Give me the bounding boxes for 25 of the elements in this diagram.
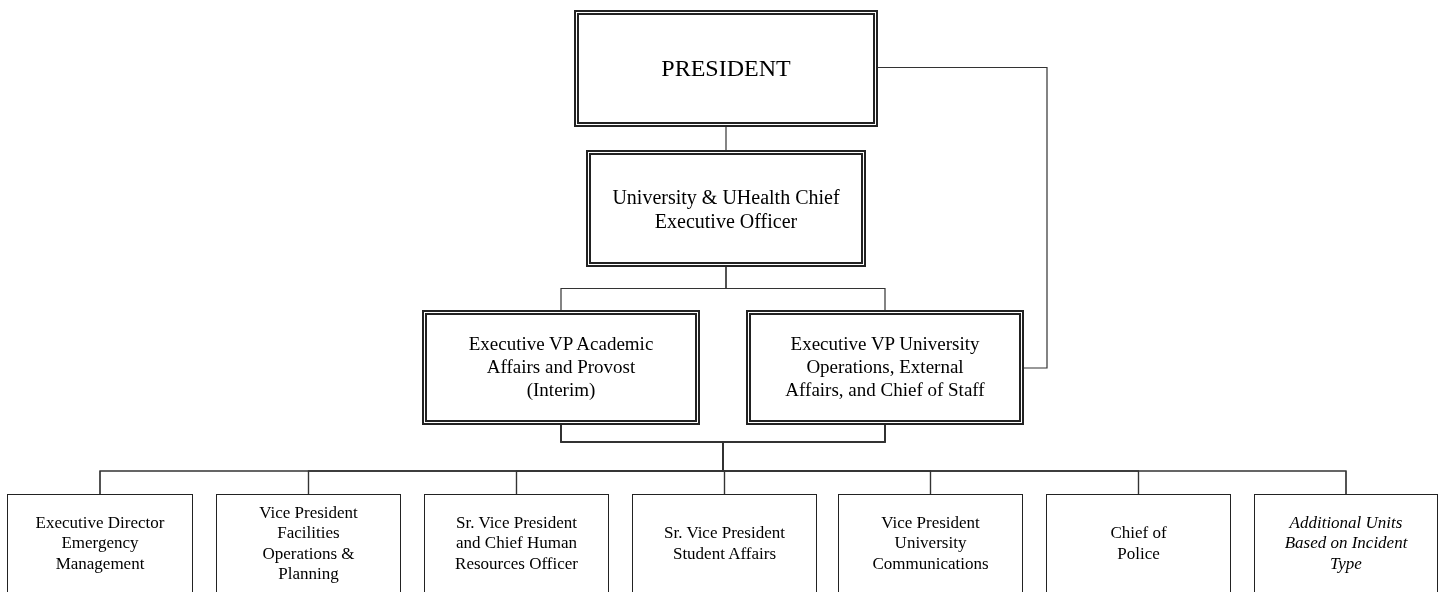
org-box: [1046, 494, 1231, 592]
org-box: [216, 494, 401, 592]
double-bordered-box: [586, 150, 866, 267]
connector-line: [725, 126, 727, 151]
role-title: Additional Units Based on Incident Type: [1283, 512, 1409, 575]
role-title: University & UHealth Chief Executive Officer: [611, 184, 841, 233]
role-title: Chief of Police: [1109, 523, 1168, 564]
double-bordered-box: [746, 310, 1024, 425]
double-bordered-box: [422, 310, 700, 425]
org-box: [632, 494, 817, 592]
role-title: Vice President University Communications: [871, 512, 990, 575]
role-title: Vice President Facilities Operations & Planning: [258, 502, 359, 585]
role-title: Sr. Vice President and Chief Human Resources Officer: [454, 512, 579, 575]
org-box: [1254, 494, 1438, 592]
role-title: Executive VP Academic Affairs and Provost (Interim): [467, 333, 655, 402]
role-title: Sr. Vice President Student Affairs: [663, 523, 786, 564]
org-box: [424, 494, 609, 592]
double-bordered-box: [574, 10, 878, 127]
role-title: PRESIDENT: [661, 54, 791, 83]
role-title: Executive Director Emergency Management: [34, 512, 166, 575]
role-title: Executive VP University Operations, External Affairs, and Chief of Staff: [784, 333, 986, 402]
connector-line: [725, 266, 886, 311]
org-box: [7, 494, 193, 592]
org-box: [838, 494, 1023, 592]
connector-line: [877, 66, 1048, 369]
